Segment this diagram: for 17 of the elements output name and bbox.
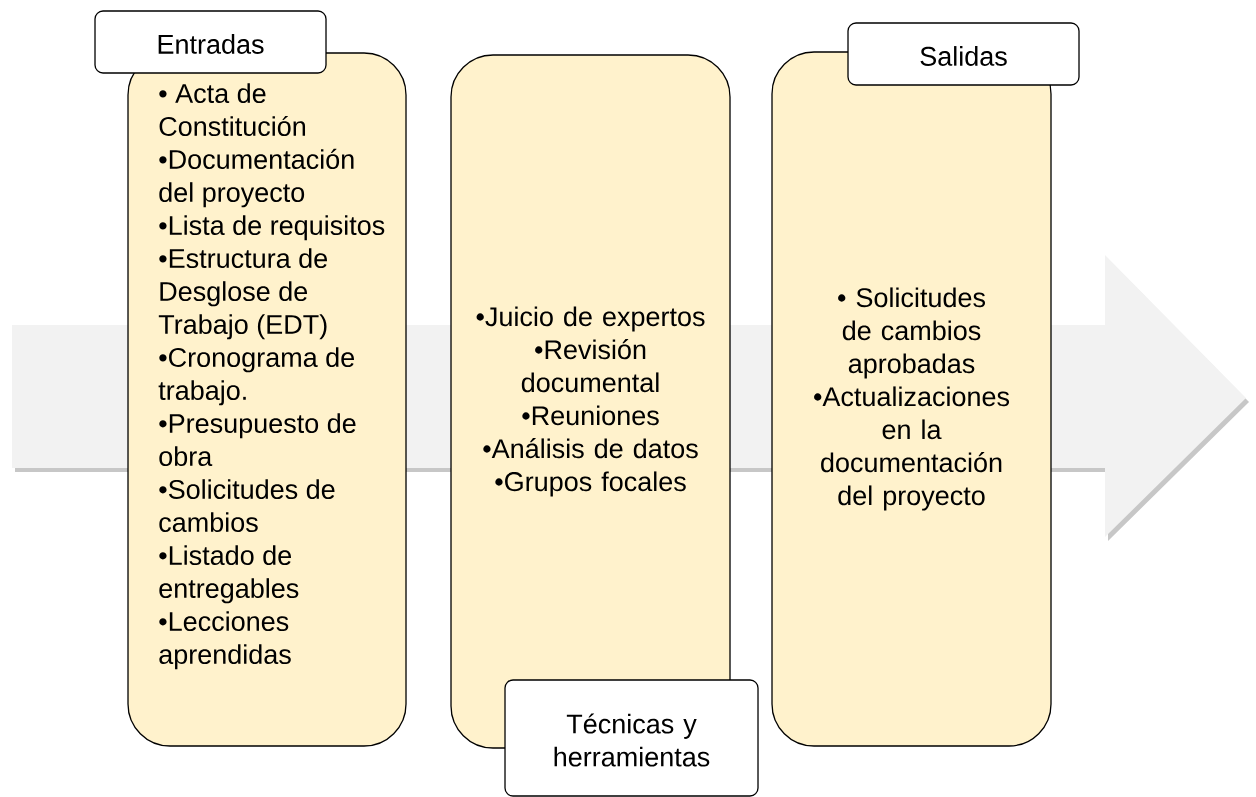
node-label: •Presupuesto de obra: [159, 413, 356, 467]
node-label: •Lista de requisitos: [159, 215, 385, 241]
node-label: •Cronograma de trabajo.: [158, 347, 354, 406]
heading-tab: Salidas: [847, 22, 1080, 86]
node-label: • Acta de Constitución: [159, 83, 306, 137]
node-label: •Juicio de expertos: [476, 306, 705, 332]
heading-tab: Técnicas y herramientas: [504, 679, 759, 797]
node-label: •Documentación del proyecto: [159, 148, 354, 208]
node-label: •Revisión documental: [521, 339, 659, 393]
node-label: •Listado de entregables: [159, 545, 299, 604]
node-label: •Reuniones: [522, 405, 659, 426]
node-label: •Lecciones aprendidas: [159, 611, 291, 670]
node-label: •Análisis de datos: [483, 438, 698, 459]
node-label: •Estructura de Desglose de Trabajo (EDT): [158, 248, 327, 340]
node-label: •Grupos focales: [495, 471, 686, 497]
heading-tab: Entradas: [94, 10, 327, 74]
node-label: •Solicitudes de cambios: [159, 479, 335, 533]
